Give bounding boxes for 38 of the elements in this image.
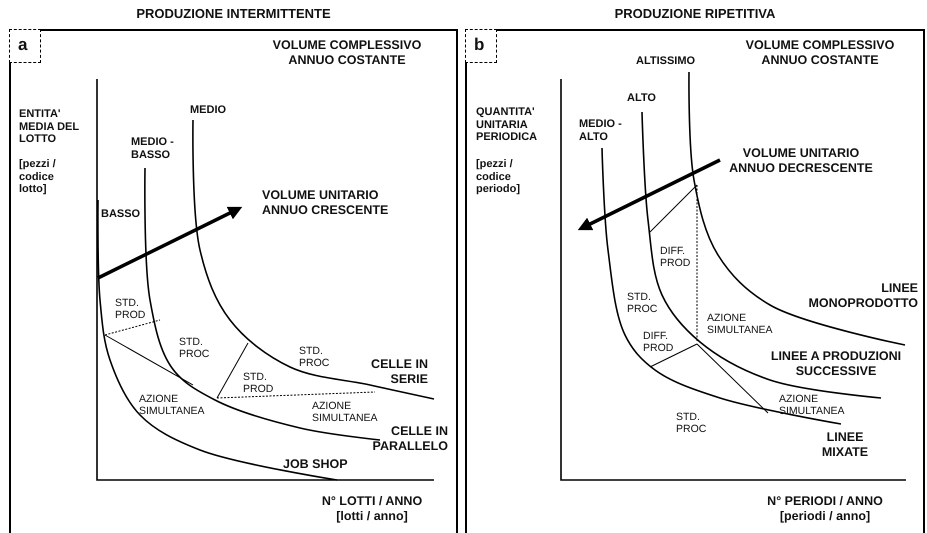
- panel-heading: PRODUZIONE RIPETITIVA: [614, 6, 776, 21]
- curve-label: CELLE IN PARALLELO: [372, 424, 448, 454]
- region-label: AZIONE SIMULTANEA: [139, 393, 206, 418]
- region-label: STD. PROD: [243, 371, 274, 396]
- curve-label: MEDIO: [190, 104, 226, 117]
- axis-unit: [pezzi / codice periodo]: [476, 158, 521, 196]
- panel-letter: b: [465, 29, 497, 63]
- curve-label: MEDIO - ALTO: [579, 118, 623, 144]
- curve-label: ALTO: [627, 92, 656, 105]
- region-label: STD. PROC: [299, 345, 330, 370]
- curve-label: LINEE MIXATE: [820, 430, 870, 460]
- panel-heading: PRODUZIONE INTERMITTENTE: [135, 6, 332, 21]
- region-label: AZIONE SIMULTANEA: [312, 400, 379, 424]
- annotation: VOLUME COMPLESSIVO ANNUO COSTANTE: [744, 38, 896, 68]
- region-label: DIFF. PROD: [643, 330, 674, 354]
- region-label: AZIONE SIMULTANEA: [707, 312, 774, 336]
- axis-title: ENTITA' MEDIA DEL LOTTO: [19, 108, 80, 146]
- arrow-label: VOLUME UNITARIO ANNUO DECRESCENTE: [728, 146, 874, 176]
- curve-label: MEDIO - BASSO: [131, 136, 175, 162]
- axis-title: N° LOTTI / ANNO [lotti / anno]: [320, 494, 424, 524]
- region-label: STD. PROC: [179, 336, 210, 360]
- region-label: DIFF. PROD: [660, 245, 692, 270]
- region-label: STD. PROC: [627, 291, 658, 316]
- axis-title: QUANTITA' UNITARIA PERIODICA: [476, 106, 538, 144]
- curve-label: CELLE IN SERIE: [370, 357, 428, 387]
- curve-label: LINEE A PRODUZIONI SUCCESSIVE: [770, 349, 902, 379]
- region-label: AZIONE SIMULTANEA: [779, 393, 846, 418]
- panel-letter: a: [9, 29, 41, 63]
- curve-label: ALTISSIMO: [636, 55, 696, 68]
- region-label: STD. PROD: [115, 297, 146, 322]
- axis-title: N° PERIODI / ANNO [periodi / anno]: [766, 494, 884, 524]
- curve-label: LINEE MONOPRODOTTO: [808, 281, 918, 311]
- curve-label: JOB SHOP: [283, 457, 348, 472]
- curve-label: BASSO: [101, 208, 140, 221]
- arrow-label: VOLUME UNITARIO ANNUO CRESCENTE: [262, 188, 390, 218]
- annotation: VOLUME COMPLESSIVO ANNUO COSTANTE: [272, 38, 422, 68]
- region-label: STD. PROC: [676, 411, 708, 436]
- axis-unit: [pezzi / codice lotto]: [19, 158, 57, 196]
